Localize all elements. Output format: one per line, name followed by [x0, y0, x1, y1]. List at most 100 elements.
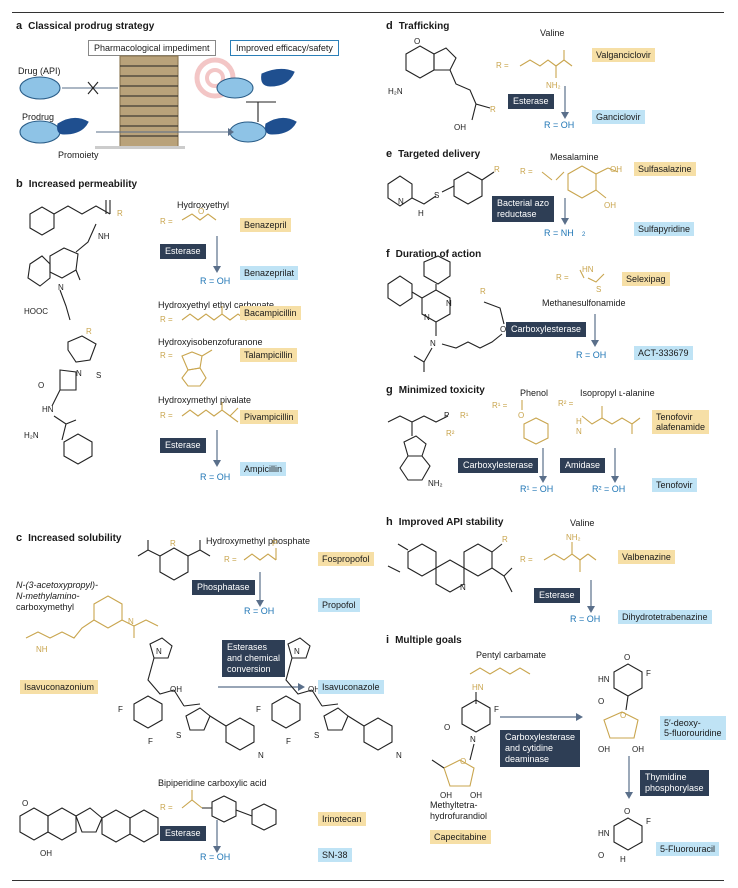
methyltetra-line1: Methyltetra- [430, 800, 478, 810]
svg-text:HN: HN [42, 405, 54, 414]
bottom-rule [12, 880, 724, 881]
sulfasalazine-label: Sulfasalazine [634, 162, 696, 176]
svg-text:N: N [576, 427, 582, 436]
svg-text:HN: HN [582, 265, 594, 274]
hec-label: Hydroxyethyl ethyl carbonate [158, 300, 275, 310]
svg-text:O: O [500, 325, 506, 334]
arrow-g2 [611, 448, 619, 483]
bipiperidine-moiety: R = [160, 790, 277, 831]
taf-line1: Tenofovir [656, 412, 693, 422]
svg-text:R =: R = [520, 555, 533, 564]
valine-moiety-h: R = NH₂ [520, 533, 597, 572]
svg-text:N: N [258, 751, 264, 760]
selexipag-structure: N N N O R [387, 255, 506, 372]
svg-text:F: F [286, 737, 291, 746]
svg-text:R: R [494, 165, 500, 174]
svg-text:N: N [470, 735, 476, 744]
isavuconazole-structure: N OH F F S N [256, 637, 402, 760]
propofol-label: Propofol [318, 598, 360, 612]
roh-b1: R = OH [200, 276, 231, 286]
svg-text:R²: R² [446, 429, 455, 438]
esterases-line3: conversion [227, 664, 271, 674]
svg-text:F: F [494, 705, 499, 714]
hydroxyethyl-label: Hydroxyethyl [177, 200, 230, 210]
svg-text:O: O [624, 653, 630, 662]
svg-text:HN: HN [472, 683, 484, 692]
arrow-f [591, 314, 599, 347]
svg-text:R =: R = [520, 167, 533, 176]
enz1-line3: deaminase [505, 754, 550, 764]
svg-text:N: N [294, 647, 300, 656]
tenofovir-structure: P R¹ R² NH₂ [387, 411, 469, 488]
carboxylesterase-cytidine-enzyme: Carboxylesterase and cytidine deaminase [500, 730, 581, 767]
hydroxyethyl-moiety: R = O [160, 207, 217, 226]
mesalamine-label: Mesalamine [550, 152, 599, 162]
valganciclovir-label: Valganciclovir [592, 48, 655, 62]
sulfapyridine-structure: N H S R [387, 165, 500, 218]
enz1-line1: Carboxylesterase [505, 732, 576, 742]
nacetoxy-line2: N-methylamino- [16, 591, 80, 601]
hmp-moiety: R = [160, 402, 239, 423]
isavuconazole-label: Isavuconazole [318, 680, 384, 694]
svg-text:HN: HN [598, 829, 610, 838]
svg-text:OH: OH [598, 745, 610, 754]
hibf-label: Hydroxyisobenzofuranone [158, 337, 263, 347]
svg-text:F: F [118, 705, 123, 714]
azo-reductase-enzyme: Bacterial azo reductase [492, 196, 555, 222]
svg-text:OH: OH [170, 685, 182, 694]
svg-text:N: N [398, 197, 404, 206]
rnh2-subscript: 2 [582, 232, 586, 238]
svg-text:OH: OH [454, 123, 466, 132]
efficacy-label: Improved efficacy/safety [230, 40, 339, 56]
ampicillin-core-structure: R N S O HN H₂N [24, 327, 101, 465]
arrow-e [561, 198, 569, 225]
svg-text:N: N [156, 647, 162, 656]
svg-text:R: R [480, 287, 486, 296]
svg-text:O: O [518, 411, 524, 420]
svg-text:NH₂: NH₂ [566, 533, 581, 542]
arrow-i1 [500, 713, 583, 721]
sulfapyridine-label: Sulfapyridine [634, 222, 695, 236]
bipiperidine-label: Bipiperidine carboxylic acid [158, 778, 267, 788]
taf-label: Tenofovir alafenamide [652, 410, 710, 434]
isopropyl-label: Isopropyl ʟ-alanine [580, 388, 655, 398]
svg-text:R =: R = [224, 555, 237, 564]
pentyl-carbamate-label: Pentyl carbamate [476, 650, 547, 660]
mesalamine-moiety: R = OH OH [520, 165, 622, 210]
doxifluridine-structure: O F HN O O OH OH [598, 653, 651, 754]
isavuconazonium-promoiety: N NH [25, 595, 159, 654]
isopropyl-moiety: R² = H N [558, 399, 641, 436]
r2oh-g: R² = OH [592, 484, 626, 494]
svg-text:R =: R = [160, 351, 173, 360]
svg-text:R¹ =: R¹ = [492, 401, 508, 410]
dhtbz-label: Dihydrotetrabenazine [618, 610, 712, 624]
fluorouracil-structure: O F HN O H [598, 807, 651, 864]
valine-moiety-d: R = NH₂ [496, 50, 573, 90]
svg-text:S: S [434, 191, 439, 200]
carboxylesterase-enzyme-f: Carboxylesterase [506, 322, 587, 337]
carboxylesterase-enzyme-g: Carboxylesterase [458, 458, 539, 473]
benazepril-label: Benazepril [240, 218, 291, 232]
svg-text:HOOC: HOOC [24, 307, 48, 316]
svg-text:H: H [576, 417, 582, 426]
svg-text:R: R [170, 539, 176, 548]
arrow-c1 [256, 572, 264, 607]
azo-line1: Bacterial azo [497, 198, 550, 208]
svg-text:N: N [446, 299, 452, 308]
top-rule [12, 12, 724, 13]
svg-text:O: O [620, 711, 626, 720]
svg-text:S: S [176, 731, 181, 740]
phenol-moiety: R¹ = O [492, 400, 549, 445]
roh-d: R = OH [544, 120, 575, 130]
r1oh-g: R¹ = OH [520, 484, 554, 494]
svg-text:N: N [58, 283, 64, 292]
svg-text:F: F [256, 705, 261, 714]
ganciclovir-label: Ganciclovir [592, 110, 645, 124]
svg-text:O: O [38, 381, 44, 390]
doxfl-line1: 5′-deoxy- [664, 718, 701, 728]
